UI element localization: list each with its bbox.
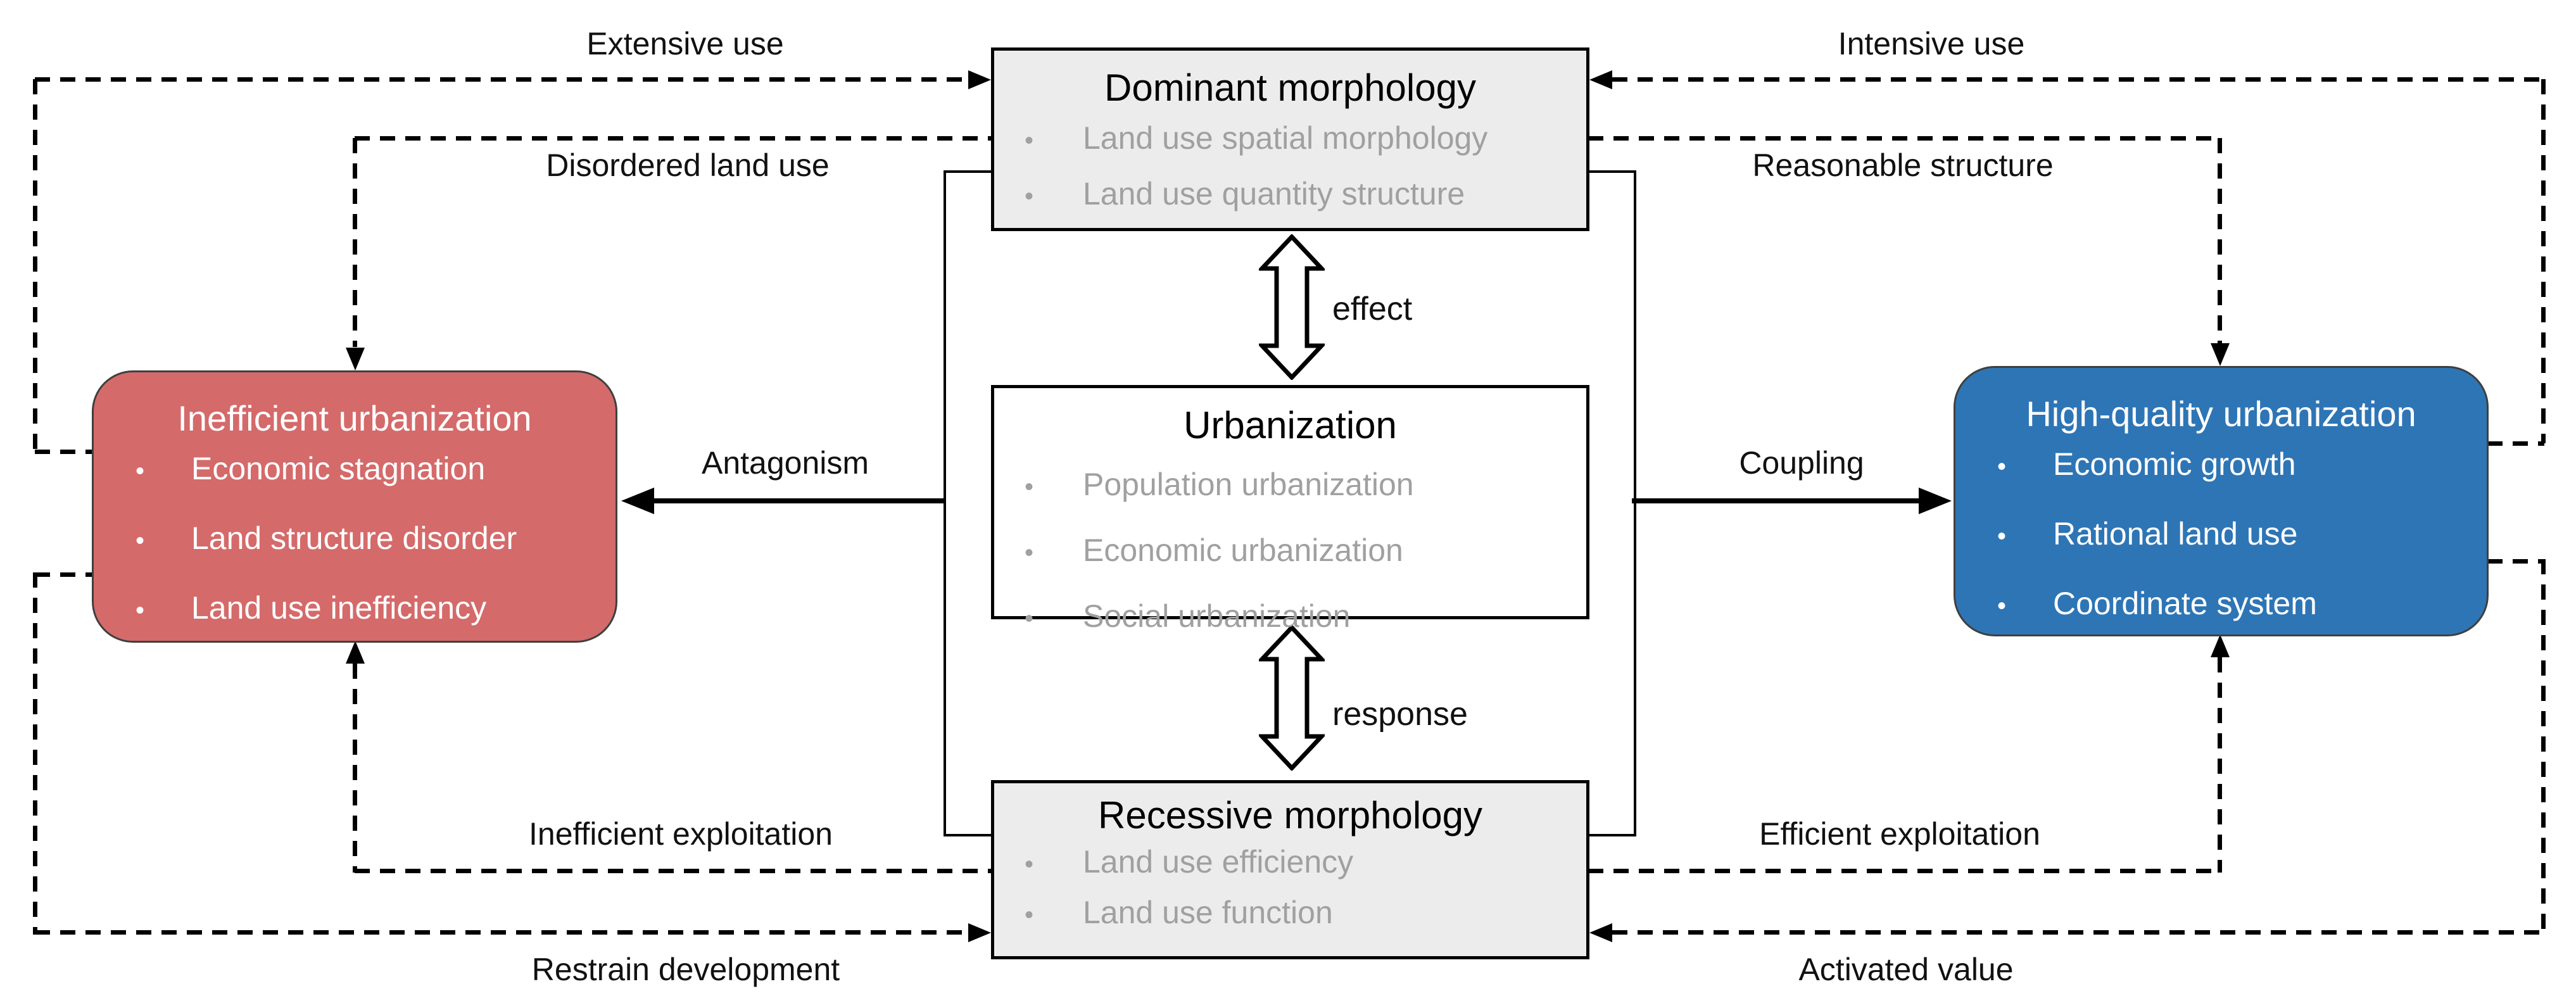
dominant-morphology-title: Dominant morphology: [1104, 66, 1476, 109]
bullet-item: •Population urbanization: [1025, 467, 1414, 502]
efficient-exploitation-arrowhead: [2211, 634, 2230, 657]
intensive-use-label: Intensive use: [1838, 26, 2025, 61]
restrain-development-line-vertical: [33, 572, 37, 935]
bullet-item: •Land use function: [1025, 895, 1333, 930]
bullet-item: •Land use efficiency: [1025, 844, 1354, 880]
restrain-development-stub: [35, 572, 93, 577]
urbanization-box: Urbanization •Population urbanization •E…: [991, 385, 1589, 634]
restrain-development-line-horizontal: [35, 930, 969, 935]
bullet-dot: •: [1025, 182, 1034, 210]
dominant-morphology-bullets: •Land use spatial morphology •Land use q…: [994, 120, 1586, 231]
coupling-arrow-line: [1632, 498, 1922, 503]
bullet-dot: •: [1025, 901, 1034, 929]
inefficient-exploitation-line-horizontal: [355, 869, 993, 873]
dominant-morphology-box: Dominant morphology •Land use spatial mo…: [991, 47, 1589, 231]
extensive-use-arrowhead: [968, 70, 991, 89]
bullet-dot: •: [1025, 850, 1034, 878]
inefficient-exploitation-label: Inefficient exploitation: [529, 816, 833, 852]
activated-value-line-vertical: [2541, 559, 2546, 935]
extensive-use-label: Extensive use: [586, 26, 784, 61]
bullet-dot: •: [1025, 539, 1034, 567]
effect-label: effect: [1332, 291, 1413, 327]
bullet-dot: •: [136, 596, 145, 624]
restrain-development-arrowhead: [968, 923, 991, 942]
activated-value-label: Activated value: [1798, 952, 2014, 987]
antagonism-arrowhead: [621, 488, 654, 514]
effect-double-arrow: [1259, 234, 1325, 380]
bullet-item: •Economic growth: [1992, 446, 2487, 515]
bullet-dot: •: [1025, 605, 1034, 633]
intensive-use-line-horizontal: [1612, 77, 2544, 82]
high-quality-urbanization-box: High-quality urbanization •Economic grow…: [1954, 366, 2489, 636]
urbanization-bullets: •Population urbanization •Economic urban…: [994, 466, 1586, 664]
high-quality-urbanization-bullets: •Economic growth •Rational land use •Coo…: [1955, 446, 2487, 655]
bullet-dot: •: [1997, 592, 2007, 620]
inefficient-urbanization-title: Inefficient urbanization: [177, 398, 532, 438]
recessive-morphology-box: Recessive morphology •Land use efficienc…: [991, 780, 1589, 959]
coupling-label: Coupling: [1739, 445, 1864, 481]
disordered-land-use-arrowhead: [346, 348, 365, 370]
extensive-use-line-horizontal: [35, 77, 969, 82]
extensive-use-stub: [35, 450, 93, 454]
reasonable-structure-label: Reasonable structure: [1752, 148, 2054, 183]
inefficient-urbanization-box: Inefficient urbanization •Economic stagn…: [92, 370, 617, 643]
disordered-land-use-line-vertical: [353, 138, 357, 347]
intensive-use-stub: [2487, 441, 2544, 446]
recessive-morphology-title: Recessive morphology: [1098, 794, 1482, 836]
bullet-item: •Land use quantity structure: [1025, 176, 1465, 211]
bullet-dot: •: [1025, 127, 1034, 155]
efficient-exploitation-label: Efficient exploitation: [1759, 816, 2040, 852]
extensive-use-line-vertical: [33, 79, 37, 454]
bullet-item: •Land use inefficiency: [130, 590, 616, 659]
disordered-land-use-line-horizontal: [355, 136, 993, 141]
inefficient-urbanization-bullets: •Economic stagnation •Land structure dis…: [94, 450, 616, 659]
efficient-exploitation-line-vertical: [2218, 657, 2222, 873]
urbanization-title: Urbanization: [1184, 404, 1397, 446]
reasonable-structure-line-horizontal: [1588, 136, 2221, 141]
response-label: response: [1332, 696, 1468, 733]
high-quality-urbanization-title: High-quality urbanization: [2026, 394, 2416, 434]
restrain-development-label: Restrain development: [531, 952, 840, 987]
activated-value-stub: [2487, 559, 2544, 564]
intensive-use-arrowhead: [1589, 70, 1612, 89]
coupling-arrowhead: [1919, 488, 1952, 514]
activated-value-arrowhead: [1589, 923, 1612, 942]
reasonable-structure-arrowhead: [2211, 343, 2230, 366]
bullet-dot: •: [1025, 473, 1034, 501]
reasonable-structure-line-vertical: [2218, 138, 2222, 344]
inefficient-exploitation-arrowhead: [346, 641, 365, 664]
bullet-item: •Rational land use: [1992, 515, 2487, 585]
efficient-exploitation-line-horizontal: [1588, 869, 2221, 873]
bullet-item: •Economic urbanization: [1025, 533, 1403, 568]
bullet-dot: •: [136, 527, 145, 555]
bullet-item: •Land structure disorder: [130, 520, 616, 590]
bullet-item: •Land use spatial morphology: [1025, 120, 1488, 156]
activated-value-line-horizontal: [1612, 930, 2544, 935]
bullet-dot: •: [136, 457, 145, 485]
intensive-use-line-vertical: [2541, 79, 2546, 443]
bullet-item: •Coordinate system: [1992, 585, 2487, 655]
recessive-morphology-bullets: •Land use efficiency •Land use function: [994, 843, 1586, 945]
bullet-dot: •: [1997, 522, 2007, 550]
inefficient-exploitation-line-vertical: [353, 664, 357, 873]
bullet-item: •Social urbanization: [1025, 598, 1351, 634]
disordered-land-use-label: Disordered land use: [546, 148, 830, 183]
antagonism-arrow-line: [651, 498, 945, 503]
antagonism-label: Antagonism: [701, 445, 869, 481]
bullet-item: •Economic stagnation: [130, 450, 616, 520]
response-double-arrow: [1259, 625, 1325, 771]
bullet-dot: •: [1997, 453, 2007, 481]
